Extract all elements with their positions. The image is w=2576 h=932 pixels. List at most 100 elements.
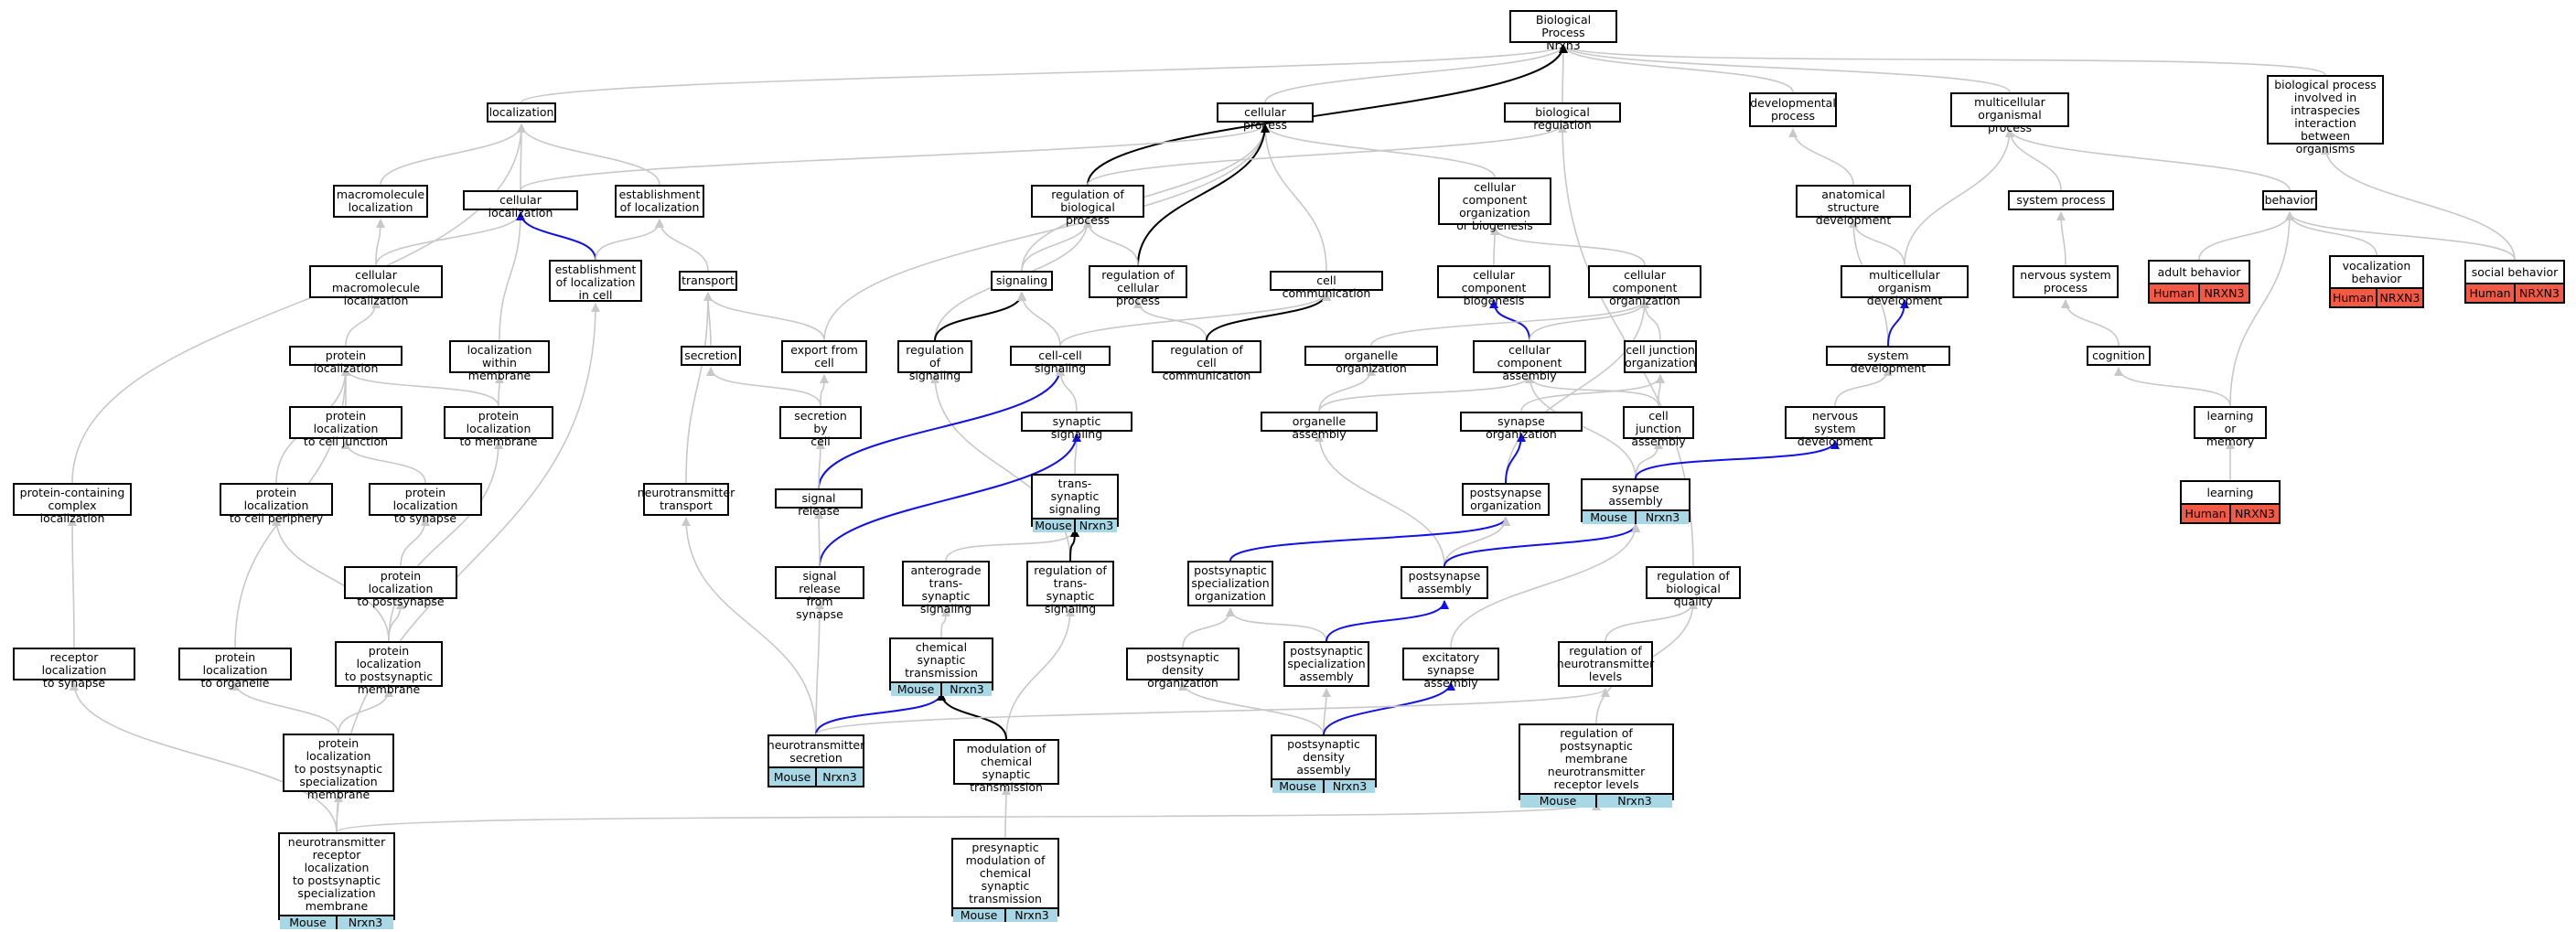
edge-atss-to-tss xyxy=(945,528,1079,562)
go-term-bp[interactable]: Biological Process Nrxn3 xyxy=(1509,10,1617,52)
go-term-nsd[interactable]: nervous system development xyxy=(1785,406,1885,448)
go-term-sysdev[interactable]: system development xyxy=(1826,346,1950,375)
go-term-plcp[interactable]: protein localization to cell periphery xyxy=(220,483,333,525)
go-term-plmem[interactable]: protein localization to membrane xyxy=(444,406,553,448)
go-term-rbq[interactable]: regulation of biological quality xyxy=(1646,566,1741,608)
go-term-pssa[interactable]: postsynaptic specialization assembly xyxy=(1283,641,1369,687)
go-term-rlo[interactable]: receptor localization to synapse xyxy=(13,648,135,690)
go-term-devp[interactable]: developmental process xyxy=(1749,92,1837,127)
go-term-label: excitatory synapse assembly xyxy=(1422,650,1480,690)
go-term-eloccell[interactable]: establishment of localization in cell xyxy=(549,260,642,302)
go-term-learnmem[interactable]: learning or memory xyxy=(2194,406,2267,448)
go-term-transport[interactable]: transport xyxy=(679,271,737,291)
go-term-locmem[interactable]: localization within membrane xyxy=(449,340,550,382)
go-term-rbp[interactable]: regulation of biological process xyxy=(1031,185,1144,227)
go-term-secretion[interactable]: secretion xyxy=(681,346,741,366)
go-term-label: localization within membrane xyxy=(467,343,532,382)
edge-cca-to-cco xyxy=(1529,299,1649,341)
go-term-ccb[interactable]: cellular component biogenesis xyxy=(1437,265,1551,307)
go-term-rpmnrl[interactable]: regulation of postsynaptic membrane neur… xyxy=(1519,723,1674,808)
edge-syno-to-cjo xyxy=(1520,374,1665,412)
go-term-rsig[interactable]: regulation of signaling xyxy=(897,340,972,382)
go-term-label: cell junction assembly xyxy=(1631,409,1686,448)
go-term-atss[interactable]: anterograde trans-synaptic signaling xyxy=(902,561,990,616)
go-term-label: protein localization to organelle xyxy=(200,650,270,690)
go-term-psa[interactable]: postsynapse assembly xyxy=(1401,566,1488,599)
go-term-pmcst[interactable]: presynaptic modulation of chemical synap… xyxy=(951,838,1059,922)
go-term-cellcomm[interactable]: cell communication xyxy=(1270,271,1383,300)
go-term-exportcell[interactable]: export from cell xyxy=(781,340,867,373)
go-term-label: synapse organization xyxy=(1486,414,1557,441)
go-term-label: learning xyxy=(2206,485,2254,499)
go-term-plpssm[interactable]: protein localization to postsynaptic spe… xyxy=(283,734,394,801)
go-term-ntt[interactable]: neurotransmitter transport xyxy=(638,483,735,516)
go-term-sysp[interactable]: system process xyxy=(2008,190,2114,210)
go-term-psso[interactable]: postsynaptic specialization organization xyxy=(1187,561,1273,606)
go-term-ccsig[interactable]: cell-cell signaling xyxy=(1010,346,1111,375)
go-term-nsp[interactable]: nervous system process xyxy=(2012,265,2119,298)
go-term-bpint[interactable]: biological process involved in intraspec… xyxy=(2267,75,2384,155)
go-term-cognition[interactable]: cognition xyxy=(2087,346,2151,366)
go-term-sigrel[interactable]: signal release xyxy=(775,488,863,518)
go-term-cp[interactable]: cellular process xyxy=(1217,102,1314,132)
go-term-breg[interactable]: biological regulation xyxy=(1504,102,1621,132)
go-term-synsig[interactable]: synaptic signaling xyxy=(1021,412,1132,441)
go-term-cja[interactable]: cell junction assembly xyxy=(1623,406,1694,448)
edge-sigrel-to-ccsig xyxy=(818,367,1065,489)
go-term-mcst[interactable]: modulation of chemical synaptic transmis… xyxy=(953,739,1059,794)
edge-ccsig-to-signaling xyxy=(1017,292,1061,347)
go-term-label: regulation of cell communication xyxy=(1162,343,1251,382)
go-term-mod[interactable]: multicellular organism development xyxy=(1841,265,1969,307)
go-term-asd[interactable]: anatomical structure development xyxy=(1796,185,1911,227)
go-term-ntrl[interactable]: neurotransmitter receptor localization t… xyxy=(278,832,395,929)
go-term-cca[interactable]: cellular component assembly xyxy=(1473,340,1586,382)
go-term-plpsm[interactable]: protein localization to postsynaptic mem… xyxy=(335,641,443,696)
go-term-rtss[interactable]: regulation of trans-synaptic signaling xyxy=(1026,561,1114,616)
gene-tag: NRXN3 xyxy=(2229,505,2279,522)
go-term-rcc[interactable]: regulation of cell communication xyxy=(1152,340,1261,382)
go-term-plsyn[interactable]: protein localization to synapse xyxy=(369,483,482,525)
go-term-label: postsynaptic specialization organization xyxy=(1191,563,1270,603)
go-term-mloc[interactable]: macromolecule localization xyxy=(333,185,428,218)
go-term-pcloc[interactable]: protein-containing complex localization xyxy=(13,483,132,525)
go-term-plcj[interactable]: protein localization to cell junction xyxy=(289,406,402,448)
edge-bpint-to-bp xyxy=(1559,44,2326,76)
go-term-secbycell[interactable]: secretion by cell xyxy=(779,406,862,448)
go-term-cloc[interactable]: cellular localization xyxy=(463,190,578,220)
go-term-rcp[interactable]: regulation of cellular process xyxy=(1089,265,1187,307)
go-term-esa[interactable]: excitatory synapse assembly xyxy=(1402,648,1499,690)
go-term-plorg[interactable]: protein localization to organelle xyxy=(178,648,292,690)
go-term-signaling[interactable]: signaling xyxy=(991,271,1053,291)
go-term-syno[interactable]: synapse organization xyxy=(1460,412,1583,441)
go-term-srfs[interactable]: signal release from synapse xyxy=(775,566,864,621)
go-term-label: biological regulation xyxy=(1533,105,1592,132)
go-term-cmloc[interactable]: cellular macromolecule localization xyxy=(309,265,443,307)
go-term-plps[interactable]: protein localization to postsynapse xyxy=(344,566,457,608)
go-term-rntl[interactable]: regulation of neurotransmitter levels xyxy=(1557,641,1654,687)
go-term-beh[interactable]: behavior xyxy=(2262,190,2317,210)
go-term-pso[interactable]: postsynapse organization xyxy=(1462,483,1550,516)
go-term-loc[interactable]: localization xyxy=(487,102,556,123)
go-term-cco[interactable]: cellular component organization xyxy=(1588,265,1701,307)
go-term-ccob[interactable]: cellular component organization or bioge… xyxy=(1438,177,1551,232)
go-term-psdo[interactable]: postsynaptic density organization xyxy=(1126,648,1240,690)
go-term-ploc[interactable]: protein localization xyxy=(289,346,402,375)
go-term-orga[interactable]: organelle assembly xyxy=(1261,412,1378,441)
go-term-label: protein localization to postsynaptic mem… xyxy=(344,644,434,696)
go-term-cjo[interactable]: cell junction organization xyxy=(1624,340,1697,373)
go-term-mop[interactable]: multicellular organismal process xyxy=(1950,92,2069,134)
go-term-orgo[interactable]: organelle organization xyxy=(1304,346,1438,375)
edge-rtss-to-rsig xyxy=(930,374,1071,562)
go-term-eloc[interactable]: establishment of localization xyxy=(615,185,704,218)
